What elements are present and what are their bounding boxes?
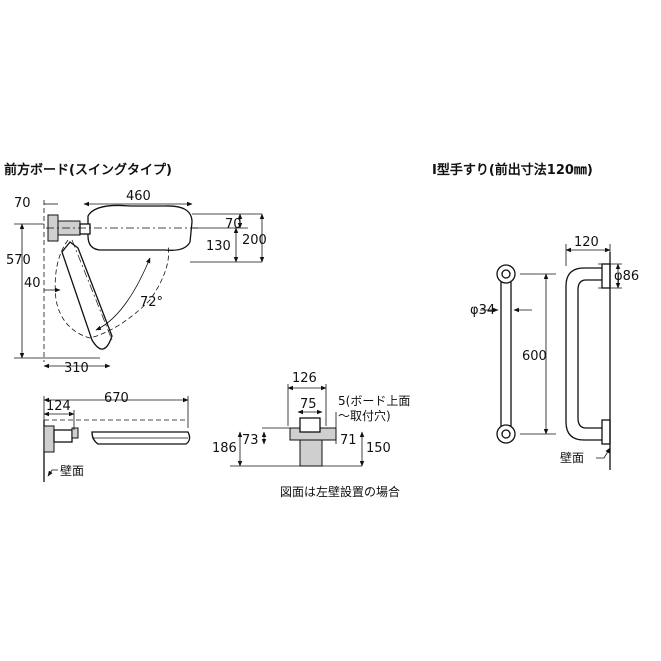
side-bar-inner — [577, 279, 602, 429]
detail-block — [299, 439, 323, 467]
detail-hole — [299, 417, 321, 433]
board-outline-swung — [54, 239, 169, 339]
board-arm-open — [61, 241, 113, 350]
dim-126: 126 — [292, 371, 317, 386]
side-bottom-flange — [601, 419, 611, 445]
dim-71: 71 — [340, 433, 357, 448]
dim-460: 460 — [126, 189, 151, 204]
dim-70-right: 70 — [225, 217, 242, 232]
board-hinge — [79, 223, 91, 235]
note-line-1: 5(ボード上面 — [338, 394, 410, 408]
front-top-flange-inner — [501, 269, 511, 279]
dim-130: 130 — [206, 239, 231, 254]
dim-70-left: 70 — [14, 196, 31, 211]
grab-bar-side-view: 600 120 φ86 壁面 — [520, 235, 639, 470]
dim-600: 600 — [522, 349, 547, 364]
dim-34: φ34 — [470, 303, 495, 318]
front-bottom-flange-inner — [501, 429, 511, 439]
wall-leader-right — [596, 447, 611, 459]
side-screw — [71, 427, 79, 439]
side-bracket — [43, 425, 55, 453]
dim-124: 124 — [46, 399, 71, 414]
bracket-detail-view: 126 75 5(ボード上面 ～取付穴) 186 73 71 150 — [212, 371, 410, 467]
dim-200: 200 — [242, 233, 267, 248]
dim-186: 186 — [212, 441, 237, 456]
side-bar-outer — [565, 267, 602, 441]
side-hinge — [53, 429, 73, 443]
dim-73: 73 — [242, 433, 259, 448]
board-top-view: 70 460 70 130 200 570 40 72° 310 — [6, 189, 267, 376]
dim-150: 150 — [366, 441, 391, 456]
right-section-title: I型手すり(前出寸法120㎜) — [432, 162, 593, 178]
centerline-swung — [71, 239, 113, 341]
wall-leader-left — [47, 469, 58, 477]
dim-120: 120 — [574, 235, 599, 250]
side-board — [91, 431, 191, 445]
dim-86: φ86 — [614, 269, 639, 284]
left-section-title: 前方ボード(スイングタイプ) — [4, 162, 172, 178]
dim-40: 40 — [24, 276, 41, 291]
dim-570: 570 — [6, 253, 31, 268]
figure-caption: 図面は左壁設置の場合 — [280, 484, 400, 499]
wall-label-left: 壁面 — [60, 463, 84, 478]
side-top-flange — [601, 263, 611, 289]
angle-72: 72° — [140, 295, 163, 310]
dim-75: 75 — [300, 397, 317, 412]
dim-310: 310 — [64, 361, 89, 376]
angle-arc — [95, 257, 151, 331]
wall-label-right: 壁面 — [560, 450, 584, 465]
note-line-2: ～取付穴) — [338, 408, 391, 423]
dim-670: 670 — [104, 391, 129, 406]
board-side-view: 670 124 壁面 — [43, 391, 191, 482]
grab-bar-front-view: φ34 — [470, 264, 532, 444]
